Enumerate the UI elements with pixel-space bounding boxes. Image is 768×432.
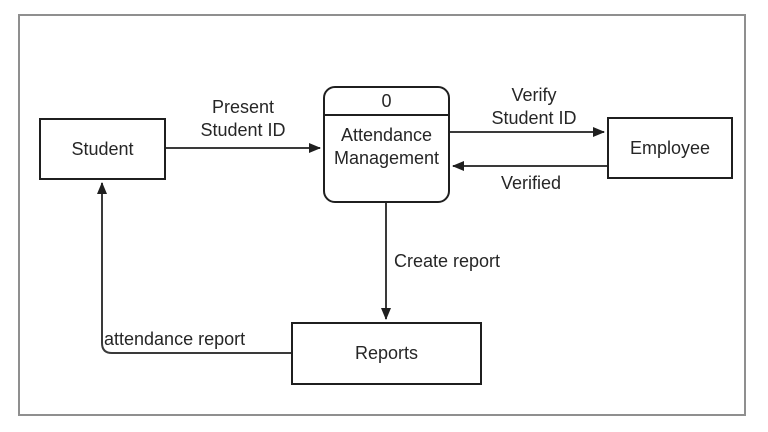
flow-label-verify-student-id: Verify Student ID bbox=[491, 85, 577, 128]
entity-employee: Employee bbox=[607, 117, 733, 179]
entity-employee-label: Employee bbox=[629, 137, 711, 158]
process-number: 0 bbox=[325, 88, 448, 116]
flow-label-create-report: Create report bbox=[394, 251, 501, 271]
datastore-reports: Reports bbox=[291, 322, 482, 385]
diagram-border bbox=[18, 14, 746, 416]
flow-label-attendance-report: attendance report bbox=[104, 329, 246, 349]
process-name: Attendance Management bbox=[333, 125, 440, 168]
entity-student-label: Student bbox=[71, 138, 134, 159]
datastore-reports-label: Reports bbox=[354, 343, 419, 363]
flow-label-present-student-id: Present Student ID bbox=[200, 97, 286, 140]
flow-label-verified: Verified bbox=[500, 173, 562, 193]
entity-student: Student bbox=[39, 118, 166, 180]
process-attendance-management: 0 Attendance Management bbox=[323, 86, 450, 203]
